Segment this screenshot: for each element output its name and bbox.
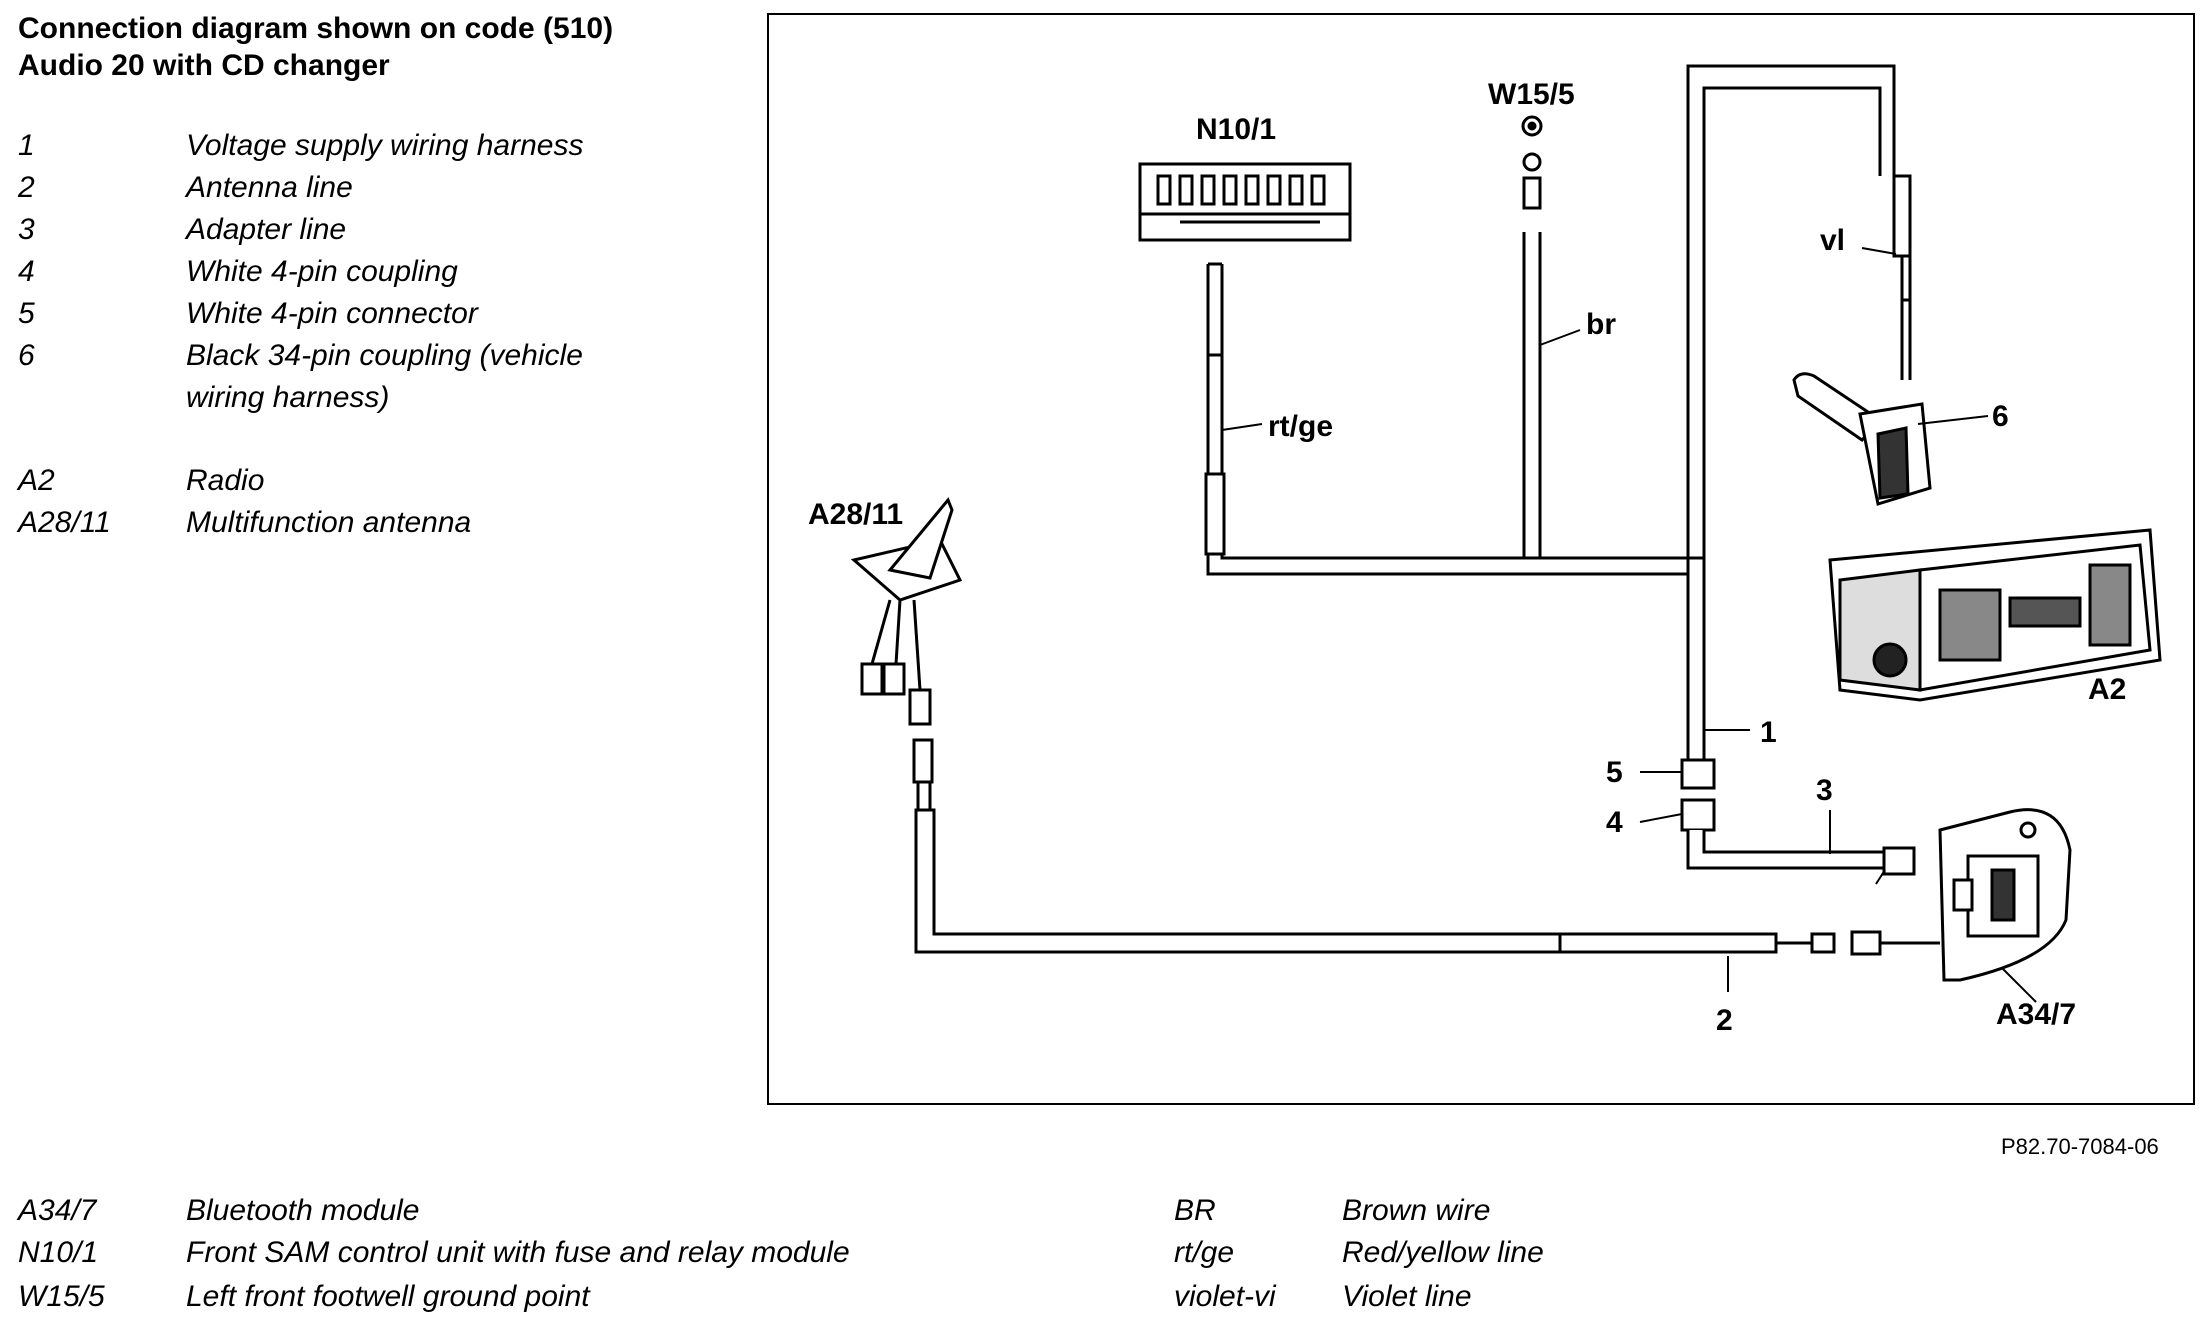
label-2: 2 — [1716, 1004, 1733, 1037]
legend-value: Bluetooth module — [186, 1194, 420, 1227]
a28-11-antenna — [850, 497, 963, 810]
legend-value: White 4-pin connector — [186, 297, 478, 330]
label-3: 3 — [1816, 774, 1833, 807]
legend-value: Brown wire — [1342, 1194, 1491, 1227]
label-vl: vl — [1820, 224, 1845, 257]
label-a34-7: A34/7 — [1996, 998, 2076, 1031]
legend-key: W15/5 — [18, 1280, 105, 1313]
legend-key: 5 — [18, 297, 35, 330]
legend-key: A28/11 — [18, 506, 111, 539]
antenna-line — [914, 808, 1940, 956]
label-6: 6 — [1992, 400, 2009, 433]
title-line-2: Audio 20 with CD changer — [18, 49, 390, 82]
w15-5-ground-point — [1521, 115, 1543, 210]
voltage-supply-harness — [1206, 64, 1896, 760]
legend-key: 4 — [18, 255, 35, 288]
label-n10-1: N10/1 — [1196, 113, 1276, 146]
label-w15-5: W15/5 — [1488, 78, 1575, 111]
legend-key: 2 — [18, 171, 35, 204]
leader-lines — [1221, 247, 2037, 1003]
label-4: 4 — [1606, 806, 1623, 839]
legend-value: Black 34-pin coupling (vehicle — [186, 339, 583, 372]
legend-key: 3 — [18, 213, 35, 246]
rtge-wire — [1204, 262, 1226, 556]
coupling-4-5 — [1680, 758, 1916, 876]
a34-7-bluetooth-module — [1938, 808, 2072, 982]
legend-key: rt/ge — [1174, 1236, 1235, 1269]
page-title: Connection diagram shown on code (510) A… — [18, 10, 613, 84]
reference-code: P82.70-7084-06 — [2001, 1134, 2159, 1159]
title-line-1: Connection diagram shown on code (510) — [18, 12, 614, 45]
label-5: 5 — [1606, 756, 1623, 789]
legend-value: White 4-pin coupling — [186, 255, 458, 288]
vl-wire — [1892, 174, 1912, 380]
legend-key: BR — [1174, 1194, 1216, 1227]
connector-6 — [1792, 372, 1932, 506]
label-rtge: rt/ge — [1268, 410, 1333, 443]
legend-key: 6 — [18, 339, 35, 372]
legend-value: Voltage supply wiring harness — [186, 129, 584, 162]
legend-value: Adapter line — [186, 213, 347, 246]
legend-key: violet-vi — [1174, 1280, 1276, 1313]
legend-value: Antenna line — [186, 171, 353, 204]
diagram-labels: N10/1 W15/5 A28/11 A2 A34/7 vl br rt/ge … — [808, 78, 2126, 1037]
legend-key: 1 — [18, 129, 35, 162]
legend-value: Red/yellow line — [1342, 1236, 1544, 1269]
n10-1-connector — [1138, 162, 1352, 242]
legend-value: Radio — [186, 464, 265, 497]
label-a28-11: A28/11 — [808, 498, 903, 531]
legend-key: A2 — [18, 464, 55, 497]
legend-key: A34/7 — [18, 1194, 97, 1227]
legend-value: Left front footwell ground point — [186, 1280, 590, 1313]
legend-key: N10/1 — [18, 1236, 99, 1269]
legend-value: Violet line — [1342, 1280, 1472, 1313]
legend-value: wiring harness) — [186, 381, 390, 414]
legend-value: Front SAM control unit with fuse and rel… — [186, 1236, 850, 1269]
a2-radio — [1828, 528, 2162, 702]
label-1: 1 — [1760, 716, 1777, 749]
diagram-frame — [767, 13, 2195, 1105]
legend-value: Multifunction antenna — [186, 506, 472, 539]
label-br: br — [1586, 308, 1616, 341]
label-a2: A2 — [2088, 673, 2126, 706]
